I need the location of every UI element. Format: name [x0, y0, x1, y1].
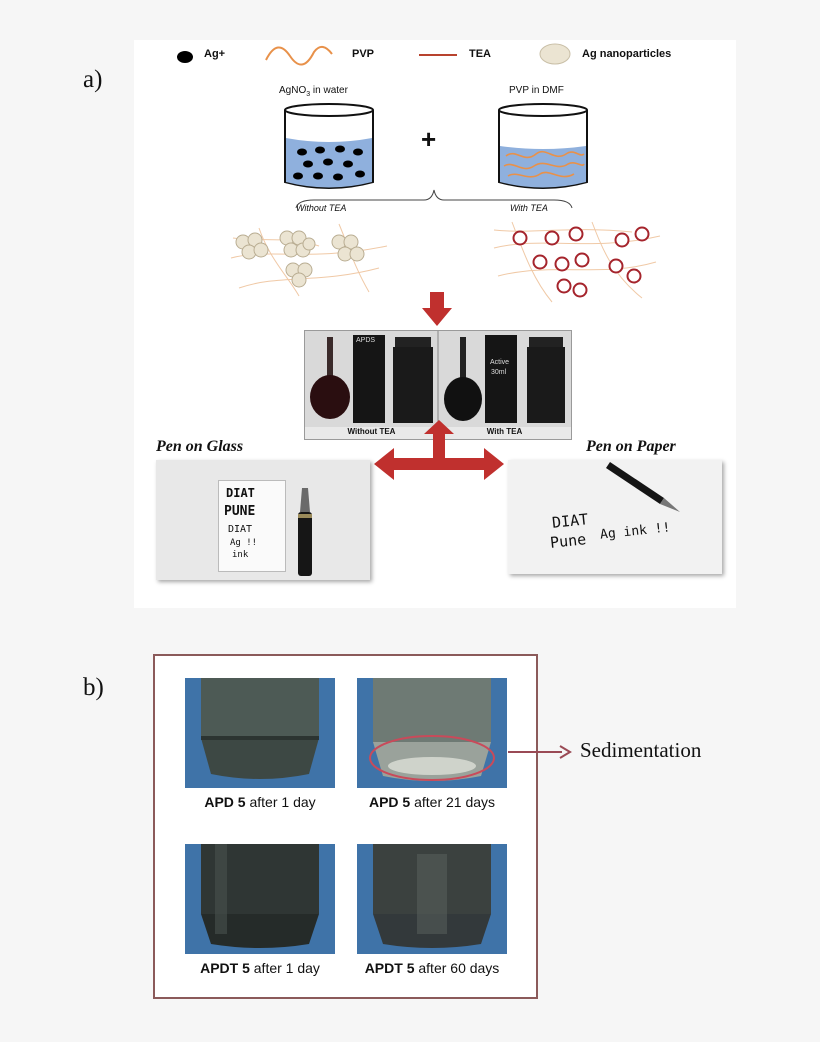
panel-b-label: b) [83, 674, 104, 701]
beaker-left-title: AgNO3 in water [279, 85, 348, 98]
vial-photo-apdt5-day60 [357, 844, 507, 954]
legend-pvp-label: PVP [352, 48, 375, 60]
beaker-right-title: PVP in DMF [509, 85, 564, 96]
vial-photo-apd5-day1 [185, 678, 335, 788]
beaker-pvp [496, 102, 590, 197]
caption-apdt5-day60: APDT 5 after 60 days [364, 960, 500, 976]
particles-with-tea [492, 218, 662, 308]
sedimentation-arrow [508, 744, 572, 765]
legend-tea-label: TEA [469, 48, 491, 60]
paper-note-line-2: Pune [549, 530, 587, 552]
legend-nanoparticles-label: Ag nanoparticles [582, 48, 672, 60]
pen-on-paper-title: Pen on Paper [586, 438, 676, 455]
down-arrow [420, 290, 454, 333]
branch-left-label: Without TEA [296, 203, 347, 213]
glass-note-line-1: DIAT [226, 486, 255, 500]
glass-note-line-3: DIAT [228, 524, 253, 535]
caption-apd5-day1: APD 5 after 1 day [204, 794, 316, 810]
pen-icon-glass [298, 488, 312, 576]
photo-caption-right: With TEA [486, 427, 523, 436]
clusters-without-tea [229, 218, 389, 303]
paper-note-line-1: DIAT [551, 510, 589, 532]
split-arrows [364, 418, 514, 503]
branch-right-label: With TEA [510, 203, 548, 213]
pen-on-glass-title: Pen on Glass [156, 438, 244, 455]
paper-note-line-3: Ag ink !! [599, 520, 672, 543]
legend-pvp-icon [264, 42, 334, 73]
caption-apd5-day21: APD 5 after 21 days [368, 794, 496, 810]
legend-tea-line [419, 54, 457, 56]
branch-bracket [294, 188, 574, 219]
beaker-agno3 [282, 102, 376, 197]
pen-on-paper-photo: DIAT Pune Ag ink !! [508, 460, 722, 574]
glass-note-line-4: Ag !! [230, 538, 258, 548]
glass-slide [218, 480, 286, 572]
glass-note-line-5: ink [232, 550, 249, 560]
pen-on-glass-photo: DIAT PUNE DIAT Ag !! ink [156, 460, 370, 580]
panel-a-figure: Ag+ PVP TEA Ag nanoparticles AgNO3 in wa… [134, 40, 736, 608]
photo-caption-left: Without TEA [347, 427, 396, 436]
plus-sign: + [421, 124, 437, 154]
bottle-label-right-1: Active [490, 359, 510, 366]
bottle-label-left: APDS [356, 337, 376, 344]
panel-b-figure: APD 5 after 1 day APD 5 after 21 days AP… [153, 654, 538, 999]
panel-a-label: a) [83, 66, 103, 93]
legend-ag-ion-label: Ag+ [204, 48, 226, 60]
vial-photo-apdt5-day1 [185, 844, 335, 954]
pen-icon-paper [606, 462, 680, 512]
caption-apdt5-day1: APDT 5 after 1 day [200, 960, 320, 976]
bottle-label-right-2: 30ml [491, 369, 507, 376]
legend-ag-ion-dot [176, 50, 194, 68]
vial-photo-apd5-day21 [357, 678, 507, 788]
glass-note-line-2: PUNE [224, 504, 256, 519]
sedimentation-label: Sedimentation [580, 738, 702, 762]
legend-nanoparticle-icon [538, 43, 572, 70]
